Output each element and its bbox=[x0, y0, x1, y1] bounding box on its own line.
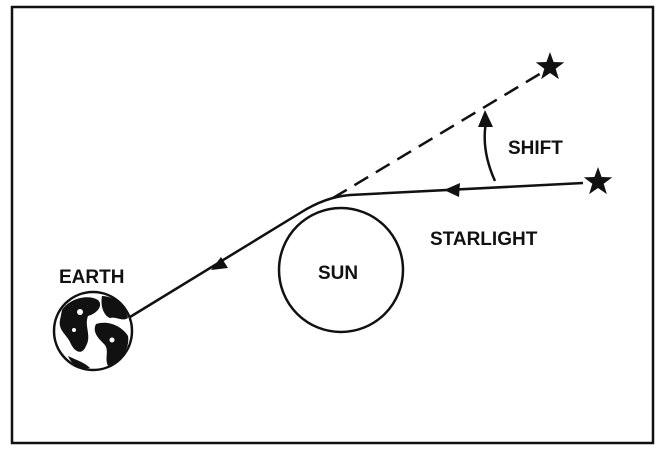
starlight-arrowhead-near-star bbox=[444, 183, 460, 197]
shift-arc bbox=[483, 121, 497, 182]
apparent-light-path bbox=[332, 70, 544, 200]
star-actual-icon bbox=[583, 167, 613, 195]
shift-arrowhead bbox=[478, 110, 493, 127]
globe-icon bbox=[52, 290, 134, 372]
earth-label: EARTH bbox=[59, 267, 124, 288]
starlight-path bbox=[129, 181, 584, 319]
starlight-arrowhead-near-earth bbox=[211, 257, 228, 270]
diagram-frame bbox=[10, 5, 655, 445]
starlight-label: STARLIGHT bbox=[430, 229, 538, 250]
sun-label: SUN bbox=[318, 263, 358, 284]
star-apparent-icon bbox=[535, 52, 565, 80]
shift-label: SHIFT bbox=[508, 138, 563, 159]
sun-circle bbox=[277, 206, 405, 334]
